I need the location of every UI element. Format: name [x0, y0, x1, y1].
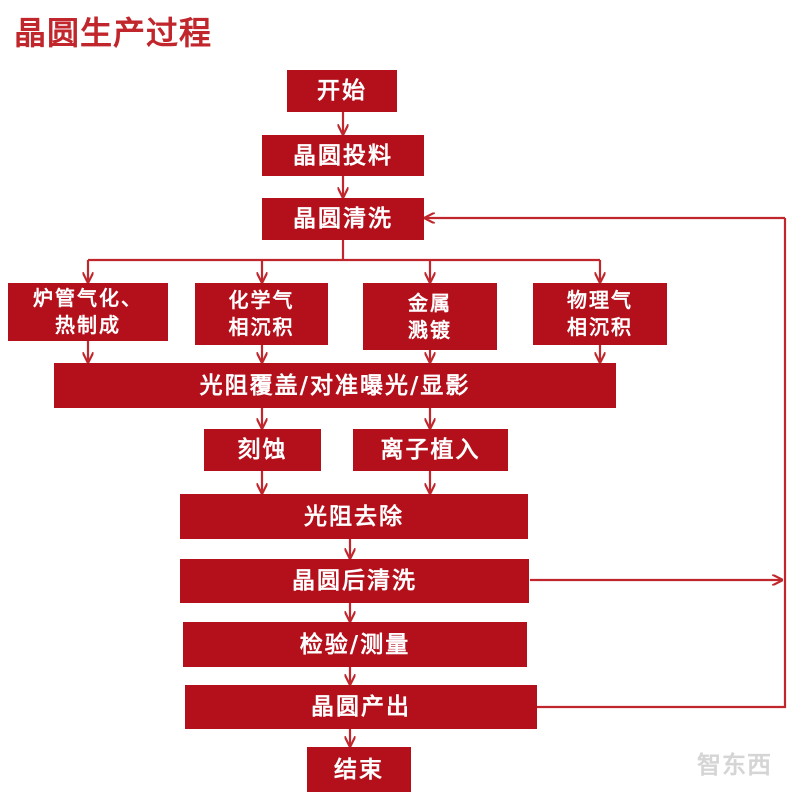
node-ion-implant: 离子植入 — [353, 429, 508, 471]
node-start: 开始 — [287, 70, 397, 112]
node-post-clean: 晶圆后清洗 — [180, 559, 529, 603]
node-photolithography: 光阻覆盖/对准曝光/显影 — [54, 363, 616, 408]
diagram-title: 晶圆生产过程 — [14, 14, 213, 52]
node-pvd: 物理气 相沉积 — [533, 283, 667, 345]
node-metal-sputter: 金属 溅镀 — [363, 283, 497, 350]
node-wafer-clean: 晶圆清洗 — [262, 198, 424, 240]
node-cvd-furnace: 炉管气化、 热制成 — [8, 283, 168, 341]
loop-line-right — [537, 218, 787, 709]
node-wafer-feed: 晶圆投料 — [262, 135, 424, 176]
node-end: 结束 — [307, 747, 411, 792]
node-wafer-output: 晶圆产出 — [185, 685, 537, 729]
watermark-logo: 智东西 — [697, 751, 772, 779]
node-photoresist-strip: 光阻去除 — [180, 494, 528, 539]
node-inspect-measure: 检验/测量 — [183, 622, 527, 667]
node-etch: 刻蚀 — [204, 429, 321, 471]
node-cvd-chemical: 化学气 相沉积 — [195, 283, 328, 345]
